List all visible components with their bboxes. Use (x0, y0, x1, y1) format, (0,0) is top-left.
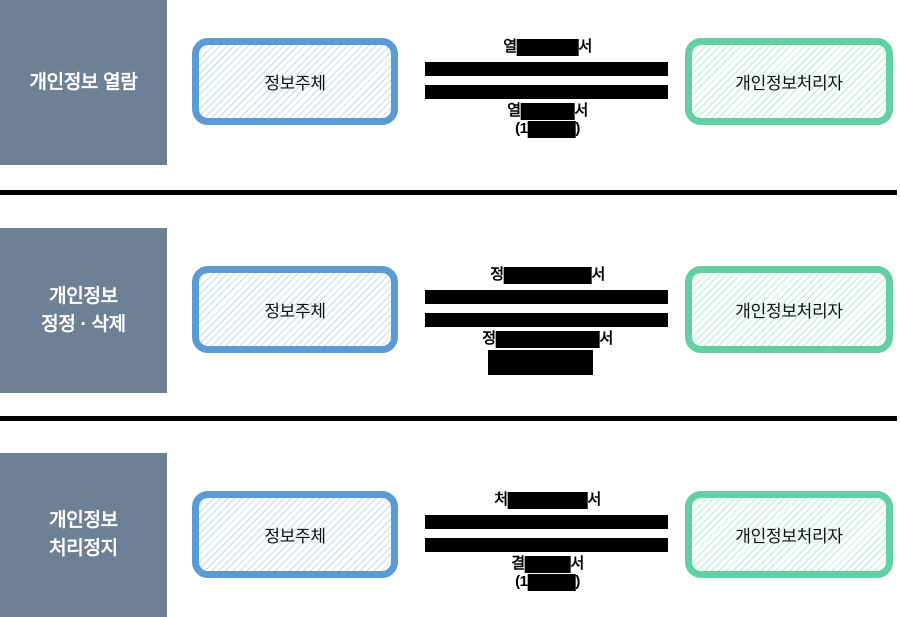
actor-subject-label: 정보주체 (264, 302, 326, 321)
flow-label-visible-suffix: 서 (578, 38, 593, 55)
flow-sublabel-visible-suffix: ) (575, 573, 580, 590)
section-separator-1 (0, 190, 897, 195)
category-label-access: 개인정보 열람 (29, 71, 138, 93)
flow-label-visible-suffix: 서 (599, 330, 614, 347)
actor-subject-label: 정보주체 (264, 74, 326, 93)
actor-controller-label: 개인정보처리자 (735, 302, 843, 321)
flow-arrow-suspension-request (425, 515, 668, 529)
flow-label-suspension-response: 결 서 (1) (511, 555, 584, 591)
flow-sublabel-visible-prefix: (1 (515, 573, 528, 590)
flow-label-visible-prefix: 결 (511, 555, 525, 572)
flow-sublabel-visible-prefix: (1 (515, 120, 528, 137)
actor-subject-label: 정보주체 (264, 527, 326, 546)
redaction-bar (520, 102, 575, 120)
flow-sublabel-access-response: (1) (507, 120, 588, 138)
actor-controller-correction: 개인정보처리자 (685, 266, 893, 353)
flow-arrow-access-request (425, 62, 668, 76)
actor-subject-correction: 정보주체 (192, 266, 398, 353)
actor-subject-suspension: 정보주체 (192, 491, 398, 578)
flow-sublabel-suspension-response: (1) (511, 573, 584, 591)
flow-label-visible-prefix: 정 (490, 266, 504, 283)
section-separator-2 (0, 416, 897, 421)
redaction-bar (527, 573, 576, 591)
actor-controller-suspension: 개인정보처리자 (685, 491, 893, 578)
redaction-bar-correction-sublabel (488, 350, 593, 375)
flow-arrow-correction-response (425, 313, 668, 327)
flow-label-visible-suffix: 서 (570, 555, 585, 572)
redaction-bar (503, 266, 592, 284)
flow-label-visible-prefix: 열 (507, 102, 521, 119)
category-label-correction: 개인정보 정정 · 삭제 (41, 285, 126, 335)
redaction-bar (516, 38, 579, 56)
flow-arrow-access-response (425, 85, 668, 99)
actor-subject-access: 정보주체 (192, 38, 398, 125)
flow-arrow-correction-request (425, 290, 668, 304)
flow-label-visible-suffix: 서 (574, 102, 589, 119)
flow-label-visible-prefix: 열 (503, 38, 517, 55)
flow-label-visible-suffix: 서 (587, 491, 602, 508)
flow-label-visible-prefix: 처 (494, 491, 508, 508)
category-panel-correction: 개인정보 정정 · 삭제 (0, 228, 167, 393)
redaction-bar (524, 555, 571, 573)
actor-controller-access: 개인정보처리자 (685, 38, 893, 125)
flow-sublabel-visible-suffix: ) (575, 120, 580, 137)
category-panel-access: 개인정보 열람 (0, 0, 167, 165)
flow-arrow-suspension-response (425, 538, 668, 552)
redaction-bar (495, 330, 600, 348)
redaction-bar (527, 120, 576, 138)
category-panel-suspension: 개인정보 처리정지 (0, 453, 167, 617)
category-label-suspension: 개인정보 처리정지 (49, 510, 118, 559)
flow-label-visible-suffix: 서 (591, 266, 606, 283)
actor-controller-label: 개인정보처리자 (735, 527, 843, 546)
actor-controller-label: 개인정보처리자 (735, 74, 843, 93)
redaction-bar (507, 491, 588, 509)
flow-label-access-response: 열 서 (1) (507, 102, 588, 138)
flow-label-visible-prefix: 정 (482, 330, 496, 347)
